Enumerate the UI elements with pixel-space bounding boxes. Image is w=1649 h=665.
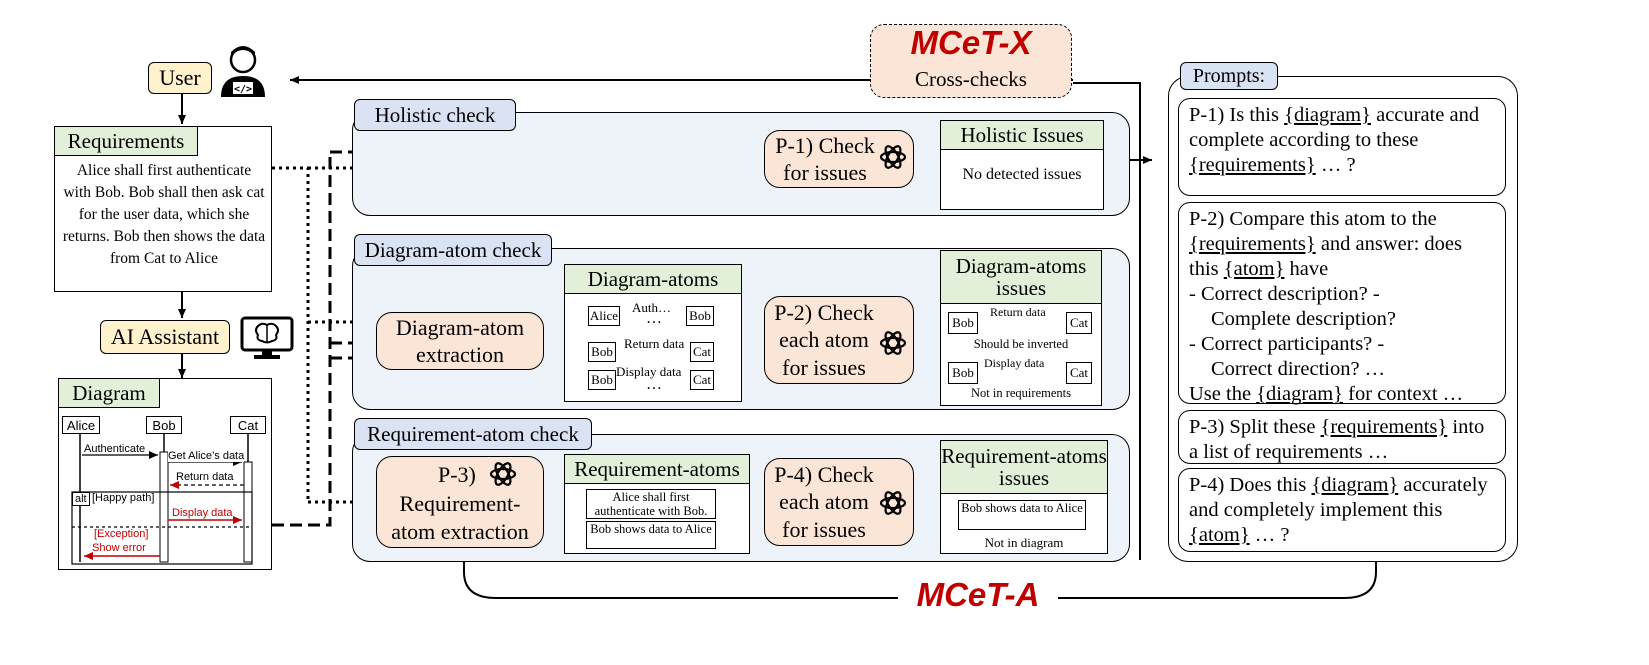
requirement-atom-1: Alice shall first authenticate with Bob. — [586, 489, 716, 519]
msg-display-data: Display data — [172, 507, 233, 519]
issue1-to: Cat — [1066, 312, 1092, 334]
diagram-header: Diagram — [58, 378, 160, 408]
prompt-p2-diagram-var: {diagram} — [1256, 383, 1344, 405]
diagram-atoms-header: Diagram-atoms — [564, 264, 742, 294]
atom3-ellipsis: … — [646, 376, 662, 393]
prompt-p4-text-2: accurately and completely implement this — [1189, 474, 1488, 521]
exception-guard: [Exception] — [94, 528, 149, 540]
diagram-box — [58, 378, 272, 570]
atom1-to: Bob — [686, 306, 714, 326]
prompt-p3-text: P-3) Split these — [1189, 416, 1321, 438]
atom1-ellipsis: … — [646, 310, 662, 327]
prompt-p3-requirements-var: {requirements} — [1320, 416, 1448, 438]
openai-icon — [879, 145, 907, 169]
mcet-x-box — [870, 24, 1072, 98]
requirement-atoms-header: Requirement-atoms — [564, 454, 750, 484]
prompt-p4-diagram-var: {diagram} — [1311, 474, 1399, 496]
prompt-p4-text: P-4) Does this — [1189, 474, 1312, 496]
issue2-from: Bob — [948, 362, 978, 384]
prompt-p1-text-2: accurate and complete according to these — [1189, 104, 1480, 151]
prompt-p1: P-1) Is this {diagram} accurate and comp… — [1178, 98, 1506, 196]
alt-fragment-label: alt — [72, 492, 90, 506]
prompt-p2-text-5: for context … — [1343, 383, 1464, 405]
holistic-issues-text: No detected issues — [962, 166, 1082, 183]
atom3-msg: Display data — [616, 364, 682, 379]
diagram-atom-extraction: Diagram-atom extraction — [376, 312, 544, 370]
prompt-p2-bullet-1b: Complete description? — [1211, 308, 1397, 330]
prompt-p2-bullet-2b: Correct direction? … — [1211, 358, 1386, 380]
prompt-p1-diagram-var: {diagram} — [1284, 104, 1371, 126]
prompts-tag: Prompts: — [1180, 62, 1278, 90]
msg-return-data: Return data — [176, 471, 234, 483]
issue1-from: Bob — [948, 312, 978, 334]
prompt-p3-text-2: into a list of requirements … — [1189, 416, 1485, 463]
requirement-atom-extraction-prompt: P-3) — [438, 462, 476, 487]
diagram-atoms-issues-header: Diagram-atoms issues — [940, 250, 1102, 304]
brain-monitor-icon — [240, 316, 294, 359]
user-developer-icon: </> — [221, 46, 265, 97]
prompt-p1-text-3: … ? — [1315, 154, 1356, 176]
prompt-p4: P-4) Does this {diagram} accurately and … — [1178, 468, 1506, 552]
holistic-check-tag: Holistic check — [354, 99, 516, 131]
participant-alice: Alice — [62, 416, 100, 434]
mcet-a-title: MCeT-A — [916, 576, 1040, 613]
requirement-atom-step: P-4) Check each atom for issues — [764, 458, 914, 546]
happy-path-guard: [Happy path] — [92, 492, 155, 504]
svg-text:</>: </> — [234, 84, 252, 95]
issue2-msg: Display data — [984, 356, 1045, 370]
prompt-p1-requirements-var: {requirements} — [1189, 154, 1316, 176]
prompt-p2-text-2: and answer: does this — [1189, 233, 1463, 280]
issue1-note: Should be inverted — [973, 337, 1069, 351]
participant-cat: Cat — [230, 416, 266, 434]
atom1-from: Alice — [588, 306, 620, 326]
msg-show-error: Show error — [92, 542, 146, 554]
user-label: User — [148, 62, 212, 94]
prompt-p4-text-3: … ? — [1249, 524, 1290, 546]
prompt-p2-text: P-2) Compare this atom to the — [1189, 208, 1437, 230]
openai-icon — [879, 491, 907, 515]
prompt-p2-context-line: Use the {diagram} for context … — [1189, 382, 1495, 407]
requirement-atom-extraction-box — [376, 456, 544, 548]
holistic-issues-header: Holistic Issues — [940, 120, 1104, 150]
openai-icon — [879, 331, 907, 355]
prompt-p2-text-4: Use the — [1189, 383, 1257, 405]
prompt-p2: P-2) Compare this atom to the {requireme… — [1178, 202, 1506, 407]
openai-icon — [489, 462, 517, 486]
requirements-header: Requirements — [54, 126, 198, 156]
atom2-to: Cat — [690, 342, 714, 362]
ai-assistant-label: AI Assistant — [100, 320, 230, 354]
holistic-step: P-1) Check for issues — [764, 130, 914, 188]
prompt-p2-requirements-var: {requirements} — [1189, 233, 1316, 255]
msg-authenticate: Authenticate — [84, 443, 146, 455]
requirements-text: Alice shall first authenticate with Bob.… — [62, 162, 266, 267]
prompt-p3: P-3) Split these {requirements} into a l… — [1178, 410, 1506, 464]
requirement-atoms-issues-header: Requirement-atoms issues — [940, 440, 1108, 494]
issue2-note: Not in requirements — [971, 386, 1071, 400]
atom2-msg: Return data — [624, 336, 685, 351]
issue1-msg: Return data — [990, 305, 1046, 319]
requirement-atom-extraction: Requirement-atom extraction — [391, 491, 529, 544]
requirement-atom-tag: Requirement-atom check — [354, 418, 592, 450]
requirement-issue-1: Bob shows data to Alice — [958, 500, 1086, 530]
prompt-p2-bullet-2: - Correct participants? - — [1189, 333, 1385, 355]
prompt-p1-text: P-1) Is this — [1189, 104, 1285, 126]
atom3-to: Cat — [690, 370, 714, 390]
mcet-x-title: MCeT-X — [910, 24, 1032, 61]
prompt-p4-atom-var: {atom} — [1189, 524, 1250, 546]
mcet-x-subtitle: Cross-checks — [915, 67, 1027, 91]
atom1-msg: Auth… — [632, 300, 671, 315]
prompt-p2-bullet-1: - Correct description? - — [1189, 283, 1380, 305]
atom2-from: Bob — [588, 342, 616, 362]
prompt-p2-atom-var: {atom} — [1223, 258, 1285, 280]
participant-bob: Bob — [146, 416, 182, 434]
msg-get-data: Get Alice’s data — [168, 450, 245, 462]
atom3-from: Bob — [588, 370, 616, 390]
requirement-atom-2: Bob shows data to Alice — [586, 521, 716, 549]
prompt-p2-text-3: have — [1284, 258, 1329, 280]
issue2-to: Cat — [1066, 362, 1092, 384]
diagram-atom-tag: Diagram-atom check — [354, 234, 552, 266]
requirement-issue-1-note: Not in diagram — [984, 535, 1064, 550]
